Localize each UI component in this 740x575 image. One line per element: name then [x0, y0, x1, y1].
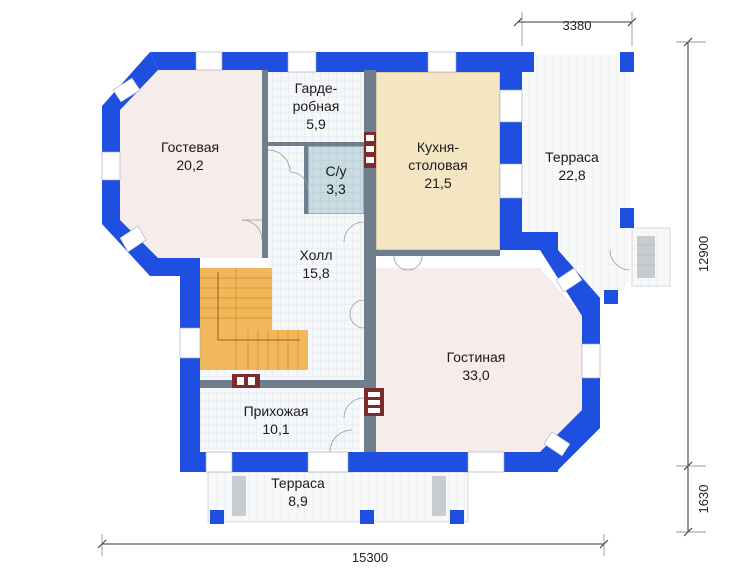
wardrobe-name-line2: робная [293, 98, 340, 114]
living-room-floor [376, 268, 582, 452]
terrace-south-floor [207, 471, 469, 523]
living-room-area: 33,0 [462, 367, 489, 383]
vent-blocks [232, 132, 384, 416]
terrace-east-area: 22,8 [558, 167, 585, 183]
dimension-right-terrace: 1630 [696, 485, 711, 514]
kitchen-floor [375, 71, 501, 251]
terrace-east-floor [522, 54, 671, 302]
hall-name: Холл [300, 247, 333, 263]
guest-room-name: Гостевая [161, 139, 219, 155]
wc-name: С/у [326, 163, 347, 179]
wc-floor [307, 145, 365, 215]
windows [101, 51, 601, 473]
kitchen-name-line2: столовая [408, 157, 468, 173]
staircase [200, 268, 308, 370]
terrace-south-name: Терраса [271, 475, 325, 491]
terrace-east-name: Терраса [545, 149, 599, 165]
wardrobe-area: 5,9 [306, 116, 326, 132]
entry-floor [200, 388, 360, 450]
kitchen-name-line1: Кухня- [417, 139, 459, 155]
guest-room-floor [120, 70, 262, 258]
entry-name: Прихожая [244, 403, 309, 419]
dimension-right-main: 12900 [696, 236, 711, 272]
wardrobe-name-line1: Гарде- [295, 80, 338, 96]
wardrobe-floor [268, 70, 364, 142]
living-room-name: Гостиная [447, 349, 506, 365]
terrace-south-area: 8,9 [288, 493, 308, 509]
kitchen-area: 21,5 [424, 175, 451, 191]
dimension-lines [97, 12, 706, 556]
dimension-top: 3380 [563, 18, 592, 33]
doors [241, 149, 631, 453]
guest-room-area: 20,2 [176, 157, 203, 173]
entry-area: 10,1 [262, 421, 289, 437]
dimension-bottom: 15300 [352, 550, 388, 565]
hall-area: 15,8 [302, 265, 329, 281]
wc-area: 3,3 [326, 181, 346, 197]
